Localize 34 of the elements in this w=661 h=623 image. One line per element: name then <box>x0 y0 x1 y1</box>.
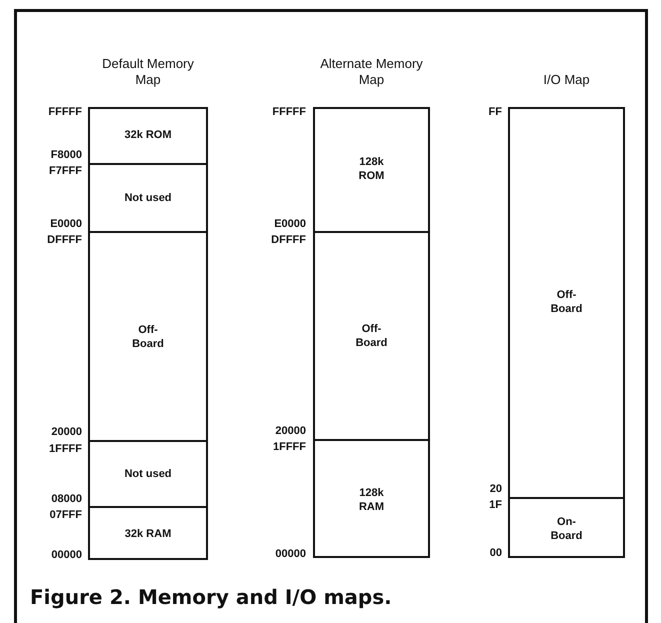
address-label: DFFFF <box>47 234 82 246</box>
map-heading: I/O Map <box>543 72 590 88</box>
region-label: Not used <box>123 191 173 205</box>
address-label: E0000 <box>274 218 306 230</box>
address-label: E0000 <box>50 218 82 230</box>
address-label: 1FFFF <box>273 441 306 453</box>
region-label: 128k RAM <box>358 486 386 514</box>
region-label: Off-Board <box>354 322 388 350</box>
region-label: Not used <box>123 467 173 481</box>
address-label: F8000 <box>50 149 82 161</box>
figure-caption: Figure 2. Memory and I/O maps. <box>30 585 392 609</box>
region-label: 128k ROM <box>358 155 386 183</box>
address-label: 20000 <box>275 425 306 437</box>
address-label: 08000 <box>51 493 82 505</box>
address-label: FFFFF <box>48 106 82 118</box>
region-label: Off-Board <box>131 322 165 350</box>
map-heading: Default Memory Map <box>101 56 195 88</box>
address-label: F7FFF <box>49 165 82 177</box>
address-label: 00000 <box>275 548 306 560</box>
region-label: 32k RAM <box>124 527 172 541</box>
address-label: 00000 <box>51 549 82 561</box>
address-label: 1F <box>489 499 502 511</box>
address-label: 20 <box>490 483 502 495</box>
address-label: 1FFFF <box>49 443 82 455</box>
address-label: 00 <box>490 547 502 559</box>
address-label: 07FFF <box>50 509 82 521</box>
map-heading: Alternate Memory Map <box>319 56 424 88</box>
region-label: On-Board <box>550 514 584 542</box>
address-label: FFFFF <box>272 106 306 118</box>
address-label: FF <box>488 106 502 118</box>
address-label: 20000 <box>51 426 82 438</box>
region-label: 32k ROM <box>123 128 173 142</box>
region-label: Off-Board <box>550 288 584 316</box>
address-label: DFFFF <box>271 234 306 246</box>
